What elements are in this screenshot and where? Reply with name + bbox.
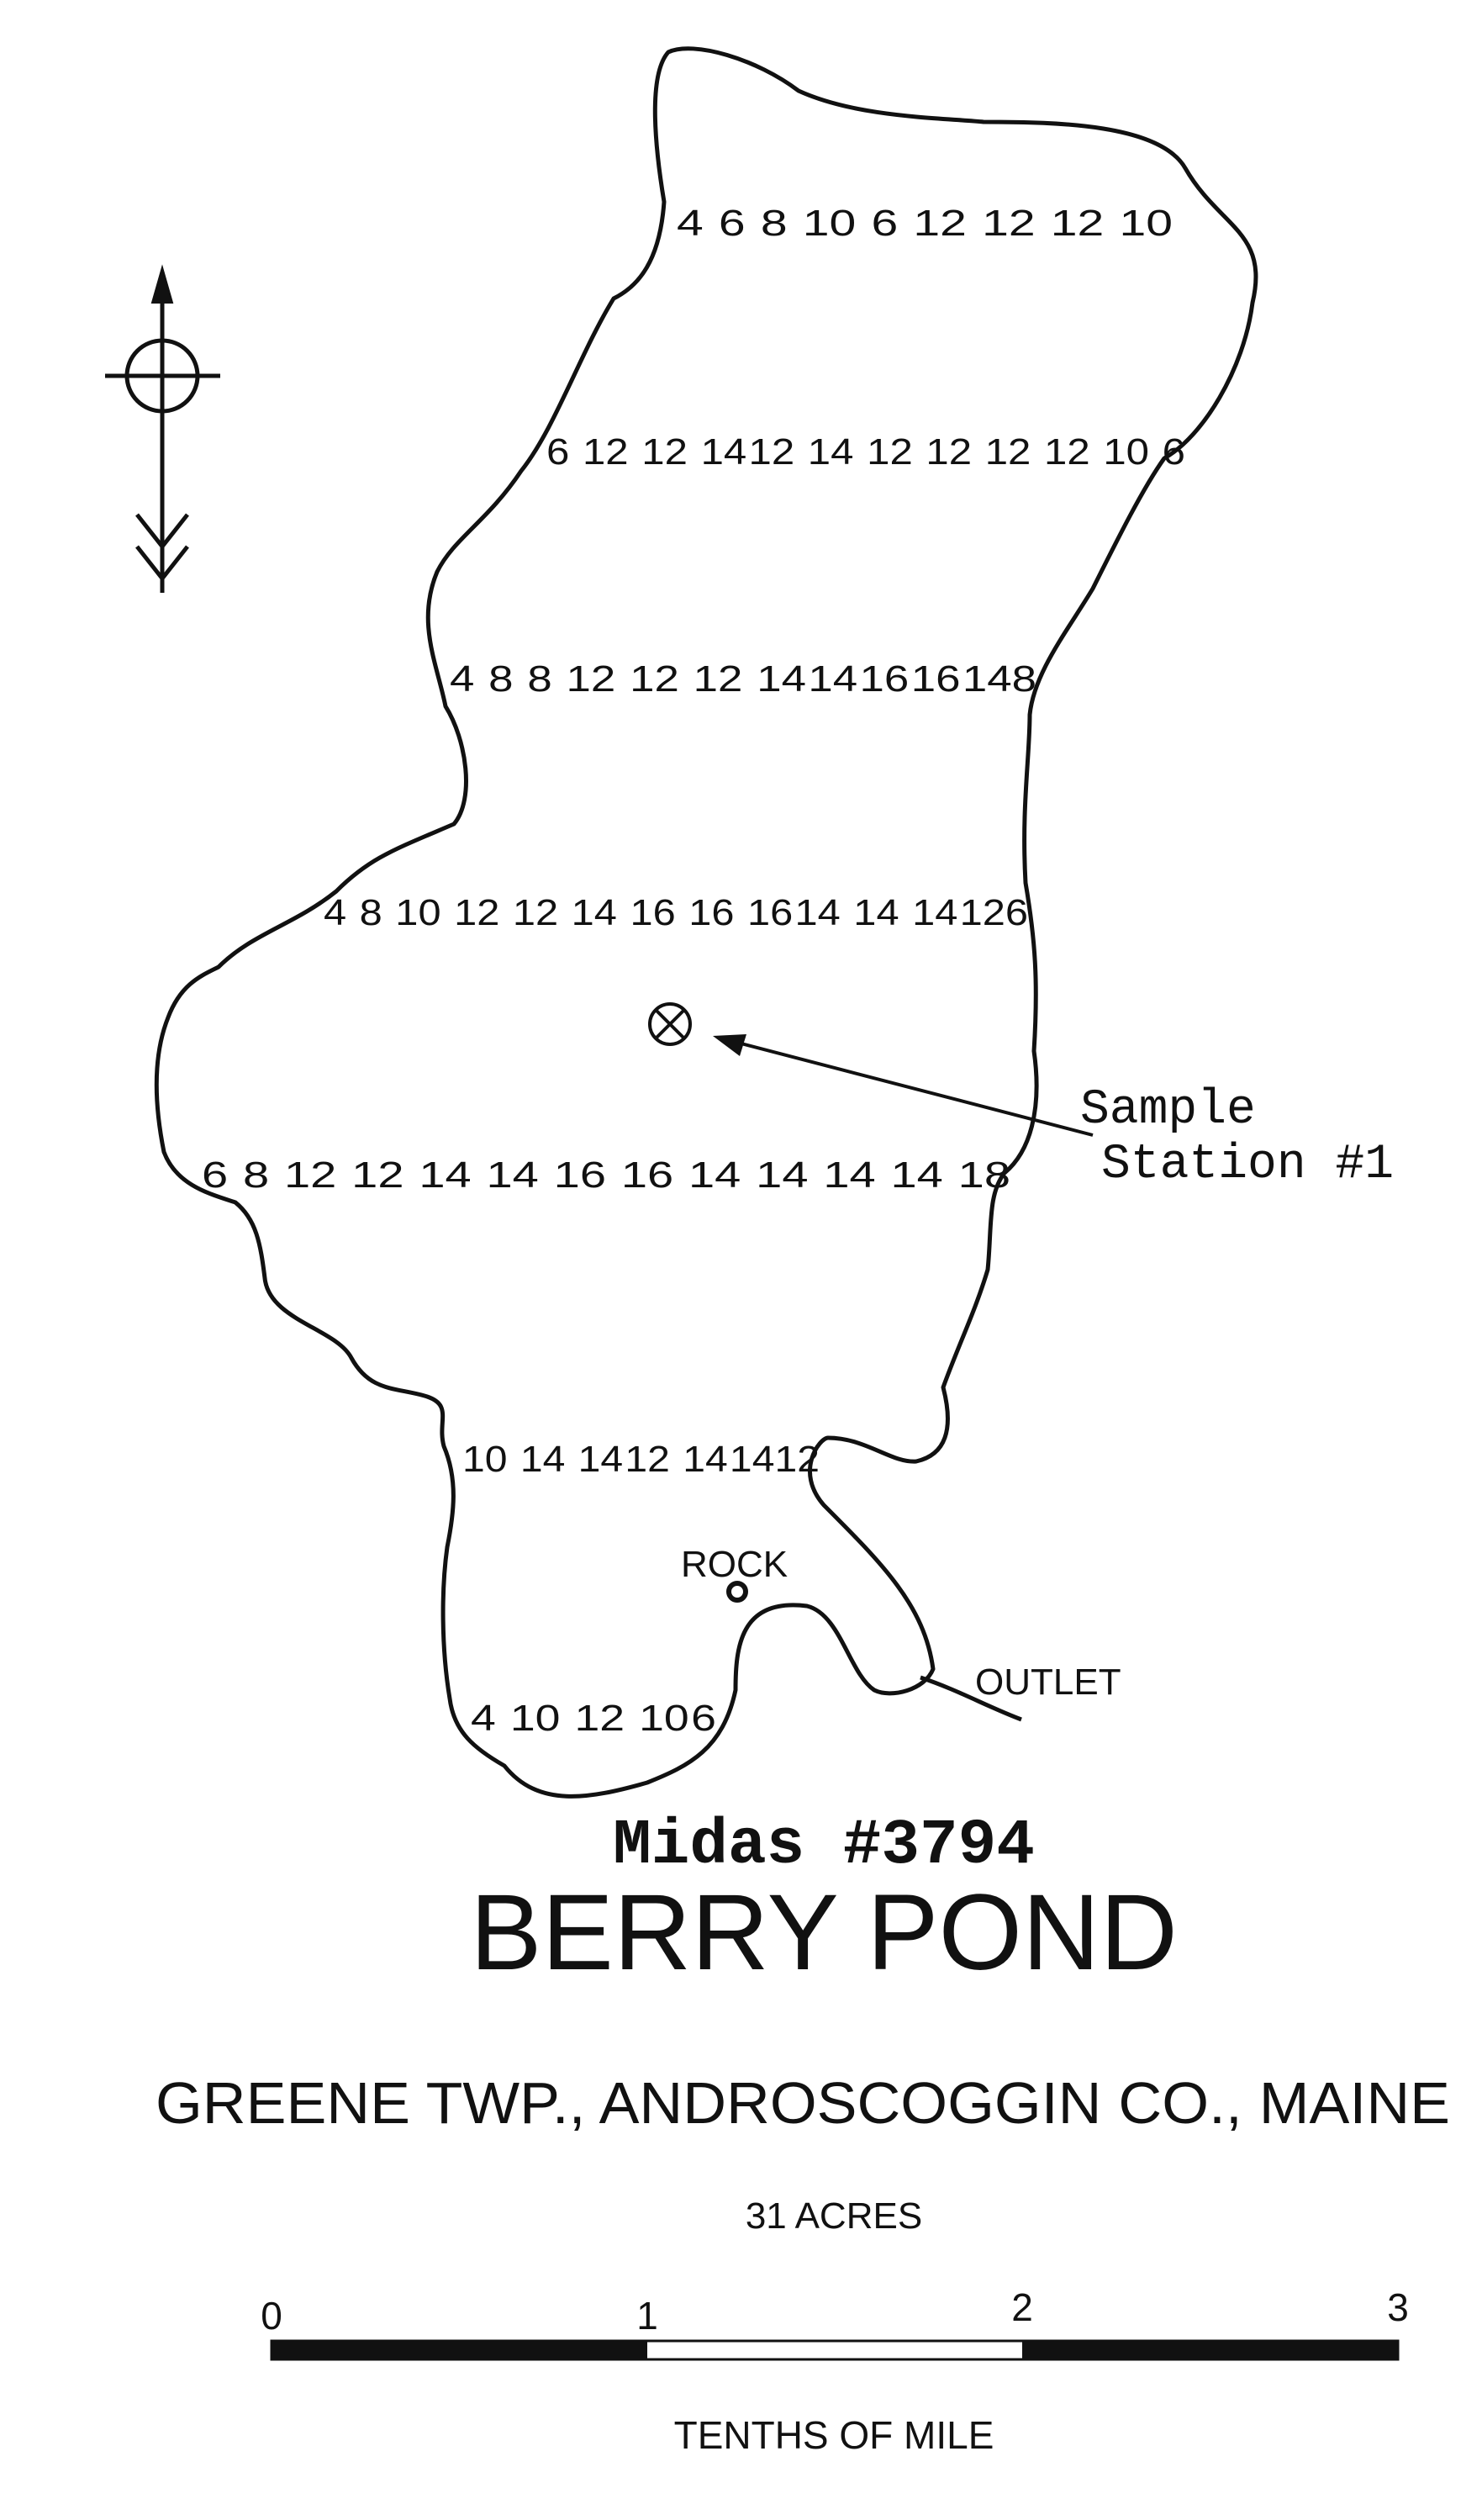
outlet-label: OUTLET: [975, 1662, 1121, 1703]
scale-unit-label: TENTHS OF MILE: [674, 2413, 994, 2457]
north-arrow-icon: [105, 264, 220, 593]
station-marker-icon: [648, 1002, 692, 1046]
rock-marker: [726, 1581, 748, 1603]
scale-tick-0: 0: [261, 2294, 282, 2338]
pond-shoreline: [154, 46, 1258, 1799]
scale-tick-3: 3: [1387, 2285, 1409, 2329]
station-leader-arrow: [713, 1034, 1094, 1137]
rock-label: ROCK: [681, 1544, 788, 1585]
area-label: 31 ACRES: [746, 2195, 922, 2237]
outlet-stream: [920, 1675, 1022, 1722]
scale-bar: 0 1 2 3: [261, 2285, 1409, 2361]
pond-name-title: BERRY POND: [470, 1873, 1178, 1993]
location-subtitle: GREENE TWP., ANDROSCOGGIN CO., MAINE: [156, 2070, 1450, 2136]
sample-station-label-line1: Sample: [1080, 1083, 1256, 1138]
sample-station-label-line2: Station #1: [1101, 1138, 1394, 1192]
scale-tick-2: 2: [1011, 2285, 1033, 2329]
map-code-title: Midas #3794: [613, 1809, 1035, 1882]
scale-tick-1: 1: [636, 2294, 658, 2338]
